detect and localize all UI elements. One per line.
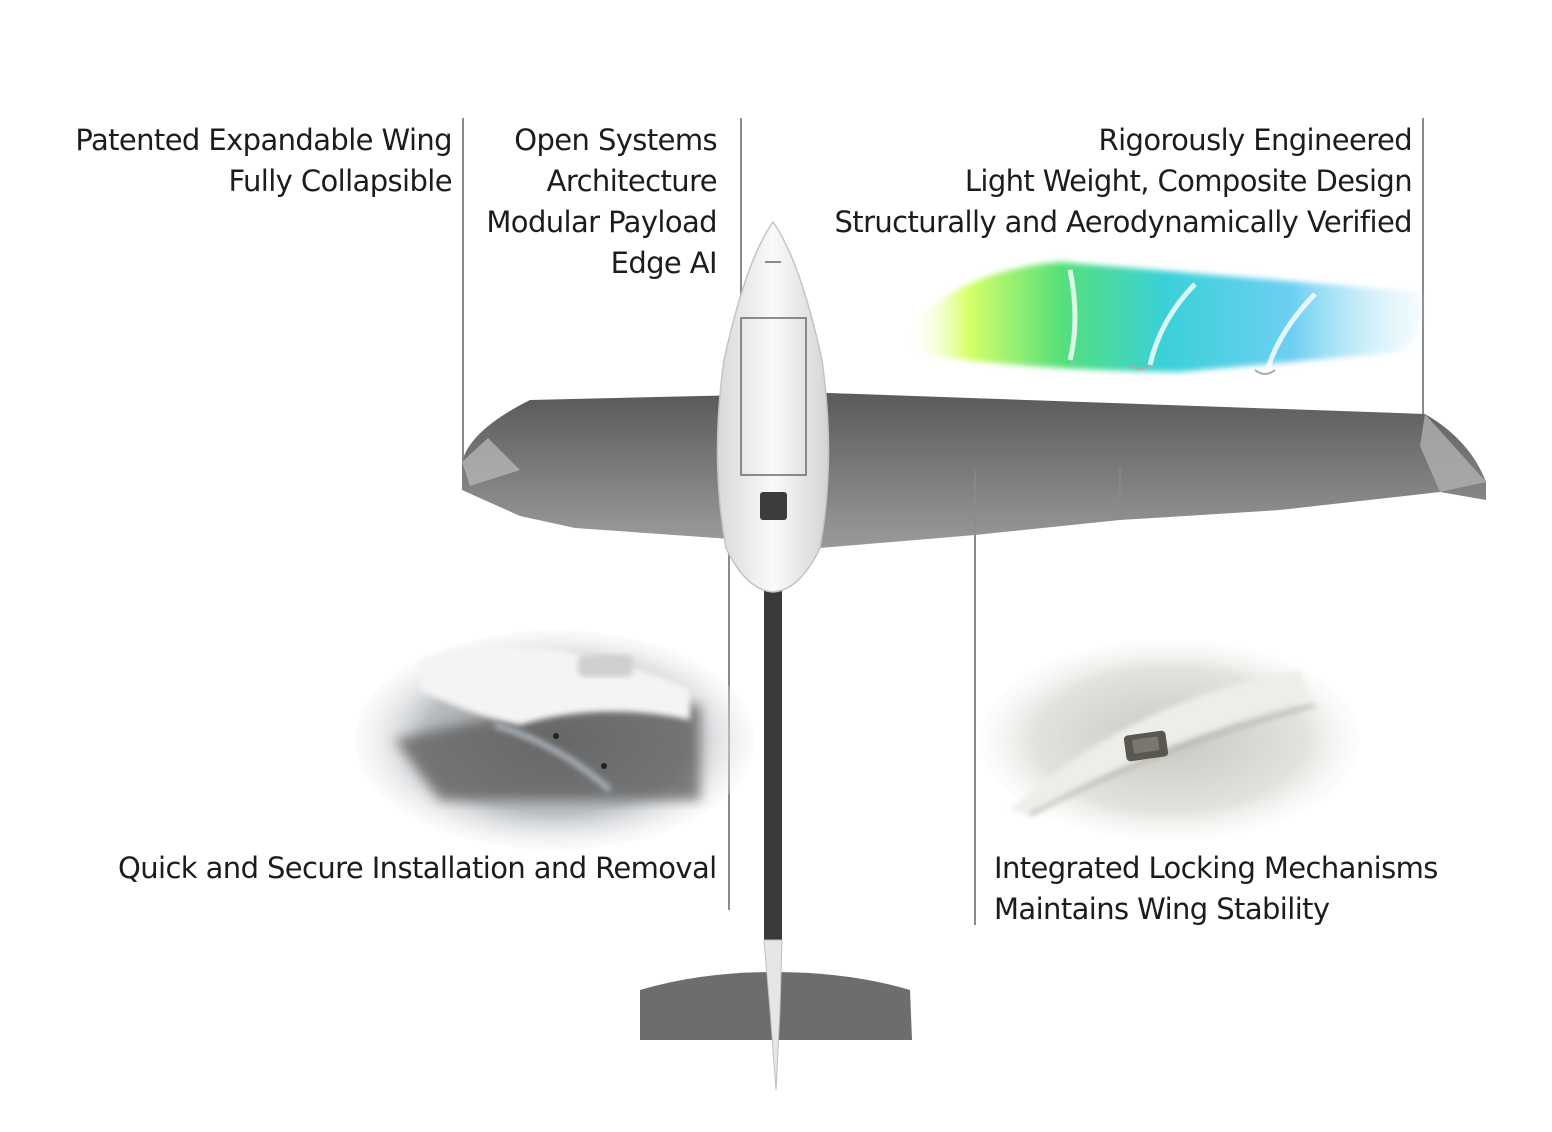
callout-open-systems: Open Systems Architecture Modular Payloa… bbox=[486, 120, 717, 284]
main-wing bbox=[462, 392, 1486, 548]
callout-line: Edge AI bbox=[610, 246, 718, 280]
payload-bay-outline bbox=[740, 317, 807, 476]
callout-line: Open Systems bbox=[514, 123, 717, 157]
callout-line: Modular Payload bbox=[486, 205, 717, 239]
callout-line: Maintains Wing Stability bbox=[994, 892, 1330, 926]
callout-rigorously-engineered: Rigorously Engineered Light Weight, Comp… bbox=[834, 120, 1412, 243]
callout-line: Fully Collapsible bbox=[228, 164, 452, 198]
callout-line: Patented Expandable Wing bbox=[75, 123, 452, 157]
fuselage bbox=[716, 220, 830, 593]
callout-installation: Quick and Secure Installation and Remova… bbox=[118, 848, 717, 889]
installation-detail-image bbox=[355, 630, 755, 850]
callout-expandable-wing: Patented Expandable Wing Fully Collapsib… bbox=[75, 120, 452, 202]
tail-boom bbox=[764, 585, 782, 945]
locking-detail-image bbox=[980, 640, 1360, 840]
callout-locking-mechanisms: Integrated Locking Mechanisms Maintains … bbox=[994, 848, 1438, 930]
callout-line: Rigorously Engineered bbox=[1098, 123, 1413, 157]
callout-line: Quick and Secure Installation and Remova… bbox=[118, 851, 717, 885]
callout-line: Architecture bbox=[546, 164, 718, 198]
fem-wing-analysis bbox=[905, 262, 1423, 375]
leader-lines bbox=[462, 118, 1424, 925]
sensor-port bbox=[760, 492, 787, 520]
callout-line: Structurally and Aerodynamically Verifie… bbox=[834, 205, 1412, 239]
callout-line: Integrated Locking Mechanisms bbox=[994, 851, 1438, 885]
callout-line: Light Weight, Composite Design bbox=[964, 164, 1413, 198]
